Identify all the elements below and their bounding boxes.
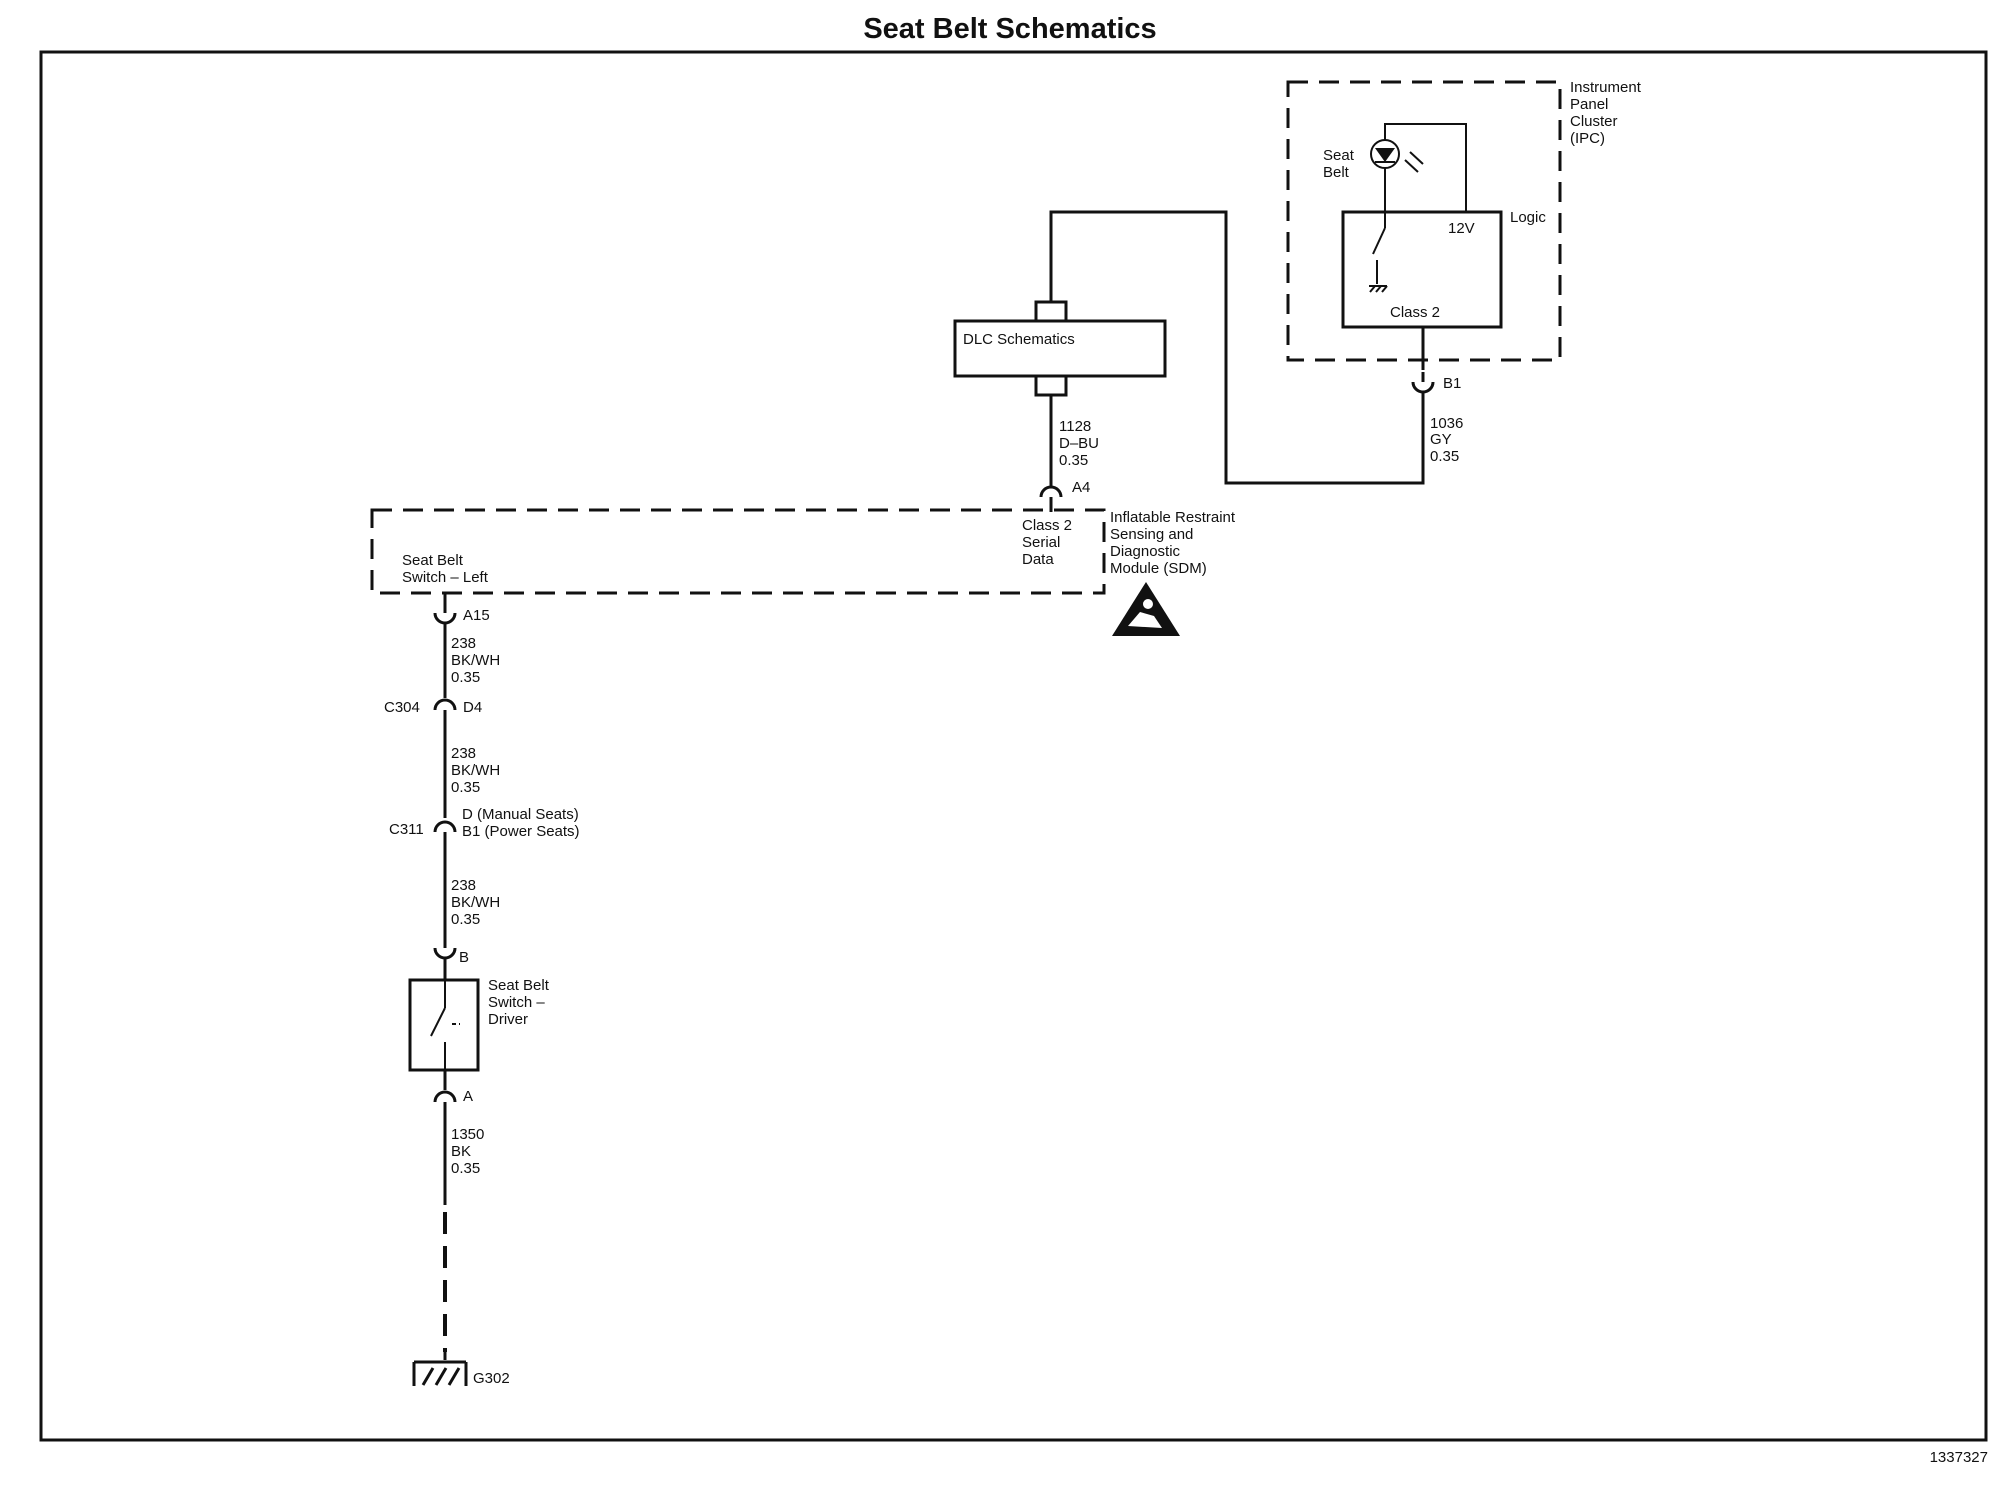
wire-238-label-1: 238 BK/WH 0.35 <box>451 635 504 686</box>
connector-a15 <box>433 593 457 698</box>
class2-loop-wire <box>1049 210 1425 485</box>
diagram-frame <box>39 50 1988 1442</box>
connector-a4 <box>1039 485 1063 512</box>
connector-b-label: B <box>459 949 469 966</box>
ipc-logic-label: Logic <box>1510 209 1546 226</box>
connector-c311-label: C311 <box>389 821 424 838</box>
sdm-class2-serial-label: Class 2 Serial Data <box>1022 517 1076 568</box>
lamp-wire-12v <box>1384 123 1467 212</box>
driver-seatbelt-switch <box>408 978 480 1072</box>
connector-c311-b1-label: B1 (Power Seats) <box>462 823 580 840</box>
ground-g302-icon <box>412 1348 468 1386</box>
ipc-module: Instrument Panel Cluster (IPC) Seat Belt… <box>1286 79 1645 362</box>
ipc-driver-switch-icon <box>1369 212 1388 293</box>
wire-1128-label: 1128 D–BU 0.35 <box>1059 418 1103 469</box>
seat-belt-lamp-label: Seat Belt <box>1323 147 1358 181</box>
connector-b <box>433 947 457 980</box>
ipc-class2-label: Class 2 <box>1390 304 1440 321</box>
ipc-logic-box <box>1341 210 1503 329</box>
connector-d4-label: D4 <box>463 699 482 716</box>
ipc-12v-label: 12V <box>1448 220 1475 237</box>
connector-ipc-b1 <box>1411 372 1435 394</box>
dlc-label: DLC Schematics <box>963 331 1075 348</box>
connector-c304 <box>433 698 457 818</box>
wire-1350-label: 1350 BK 0.35 <box>451 1126 489 1177</box>
connector-ipc-b1-label: B1 <box>1443 375 1461 392</box>
wire-238-label-2: 238 BK/WH 0.35 <box>451 745 504 796</box>
connector-a4-label: A4 <box>1072 479 1090 496</box>
dlc-top-stub <box>1034 300 1068 323</box>
connector-c311 <box>433 820 457 948</box>
seat-belt-lamp-icon <box>1370 139 1424 173</box>
wire-1036-label: 1036 GY 0.35 <box>1430 415 1468 465</box>
connector-a <box>433 1070 457 1205</box>
diagram-title: Seat Belt Schematics <box>863 13 1156 45</box>
ipc-label: Instrument Panel Cluster (IPC) <box>1570 79 1645 147</box>
airbag-warning-icon <box>1112 582 1180 636</box>
connector-a15-label: A15 <box>463 607 490 624</box>
driver-switch-label: Seat Belt Switch – Driver <box>488 977 553 1028</box>
ground-label: G302 <box>473 1370 510 1387</box>
sdm-module: Class 2 Serial Data Seat Belt Switch – L… <box>370 508 1239 636</box>
connector-c304-label: C304 <box>384 699 420 716</box>
connector-a-label: A <box>463 1088 473 1105</box>
sdm-seatbelt-switch-left-label: Seat Belt Switch – Left <box>402 552 489 586</box>
dlc-box <box>953 319 1167 378</box>
figure-id: 1337327 <box>1930 1449 1988 1466</box>
dlc-bottom-stub <box>1034 374 1068 397</box>
wire-238-label-3: 238 BK/WH 0.35 <box>451 877 504 928</box>
sdm-boundary <box>370 508 1106 595</box>
dlc-module: DLC Schematics <box>953 300 1167 397</box>
sdm-label: Inflatable Restraint Sensing and Diagnos… <box>1110 509 1239 577</box>
connector-c311-d-label: D (Manual Seats) <box>462 806 579 823</box>
